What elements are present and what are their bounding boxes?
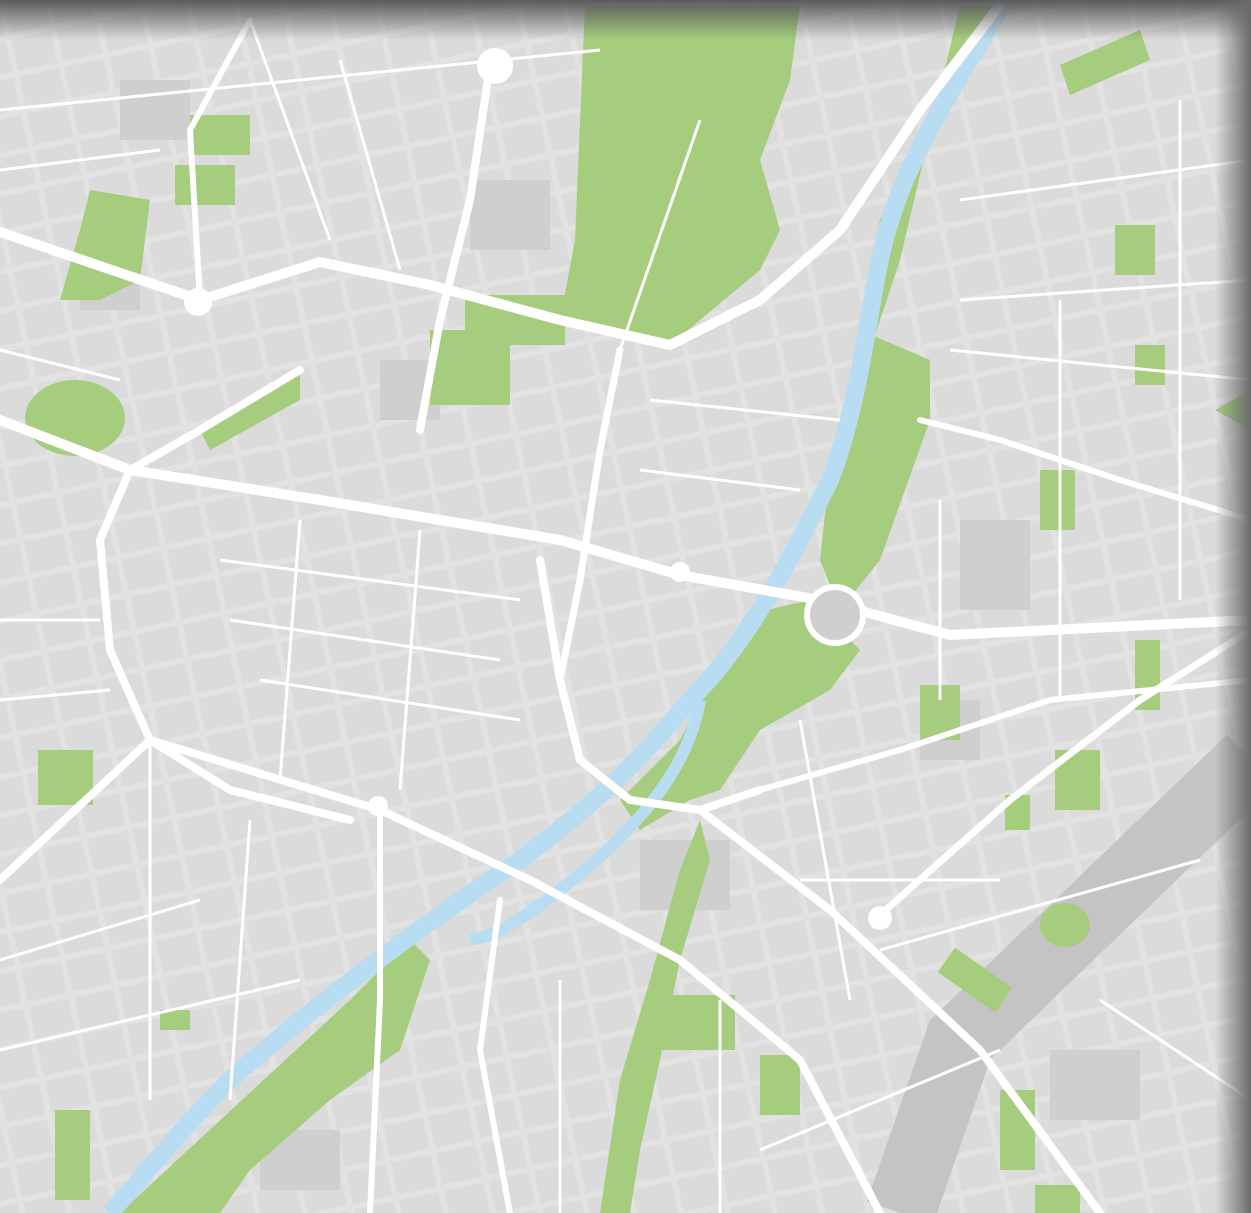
river-canal xyxy=(468,699,706,946)
railway-line xyxy=(866,734,1251,1213)
river xyxy=(103,0,1013,1213)
parks xyxy=(25,5,1251,1213)
frame-shadow-right xyxy=(1215,0,1251,1213)
frame-shadow-top xyxy=(0,0,1251,40)
roundabouts xyxy=(184,48,892,930)
minor-streets xyxy=(0,19,1251,1213)
